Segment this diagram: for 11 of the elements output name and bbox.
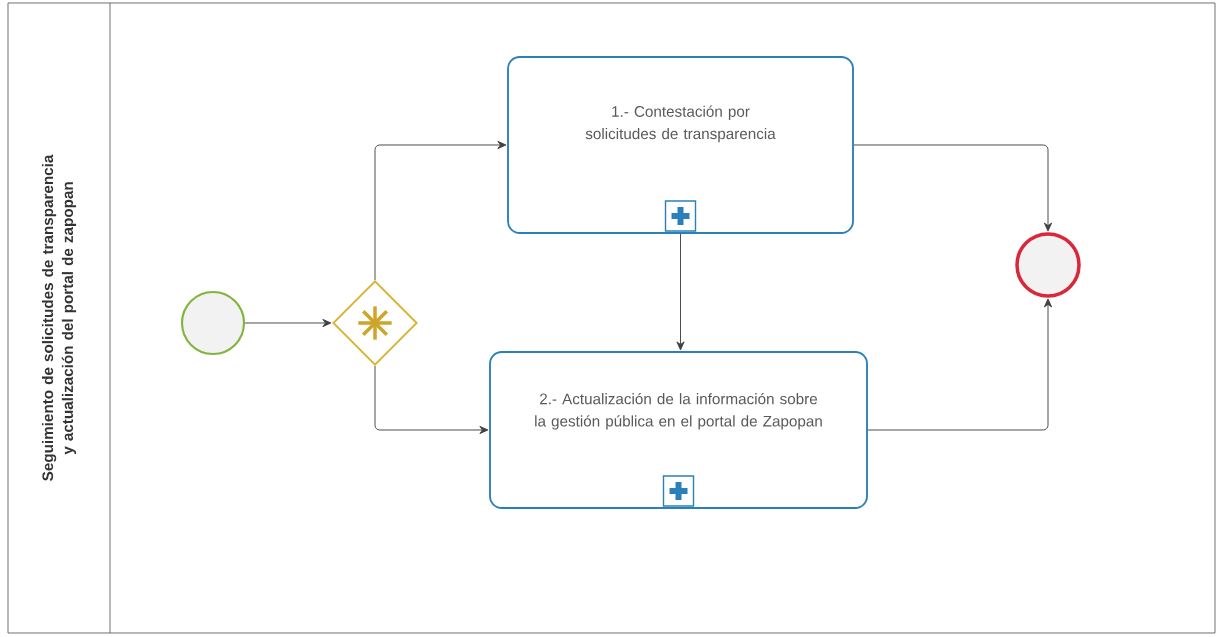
arrow bbox=[374, 140, 507, 281]
arrow bbox=[374, 365, 489, 435]
subprocess-box: 2.- Actualización de la información sobre la gestión pública en el portal de Zapopan bbox=[489, 351, 868, 509]
arrow bbox=[867, 298, 1053, 431]
end-event-circle bbox=[1015, 232, 1081, 298]
start-event-circle bbox=[180, 290, 246, 356]
subprocess-box: 1.- Contestación por solicitudes de transparencia bbox=[507, 56, 854, 234]
gateway-diamond bbox=[332, 280, 418, 366]
arrow bbox=[853, 144, 1053, 232]
arrow bbox=[244, 318, 332, 328]
arrow bbox=[676, 233, 685, 351]
